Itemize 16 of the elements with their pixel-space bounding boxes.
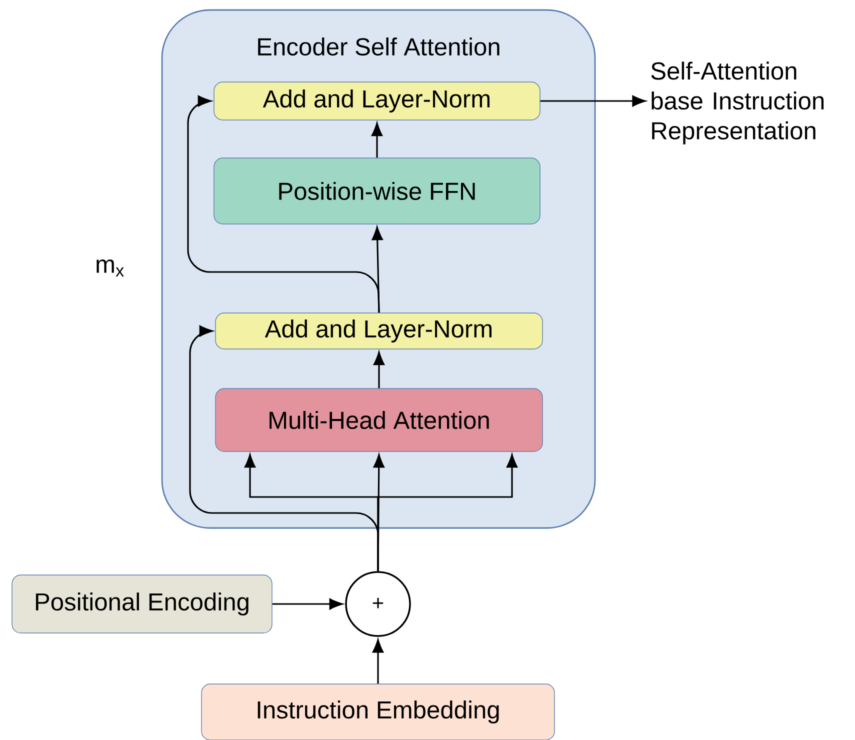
process-box: Multi-Head Attention <box>215 388 543 452</box>
arrow <box>372 226 383 313</box>
arrow <box>373 352 385 388</box>
process-box: Add and Layer-Norm <box>214 82 540 120</box>
arrow <box>372 639 384 684</box>
arrow <box>189 325 379 572</box>
arrow <box>272 598 343 610</box>
arrow <box>540 95 646 107</box>
arrow <box>187 95 380 313</box>
process-box: Position-wise FFN <box>214 158 540 224</box>
arrow <box>371 122 383 158</box>
output-text: Self-Attention base Instruction Representation <box>651 62 824 144</box>
input-box: Instruction Embedding <box>201 684 555 740</box>
input-box: Positional Encoding <box>12 574 272 634</box>
process-box: Add and Layer-Norm <box>215 312 543 350</box>
repeat-label: m$_{x}$ <box>96 259 124 277</box>
